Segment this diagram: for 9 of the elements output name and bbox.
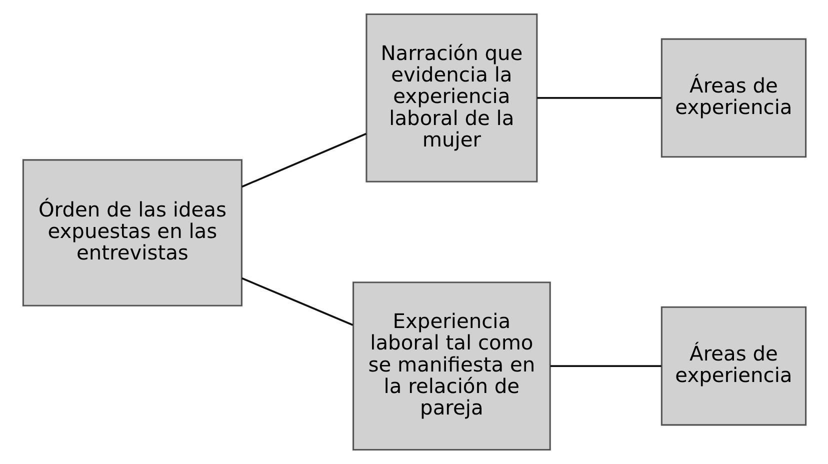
connector: [550, 365, 661, 367]
node-box: Narración que evidencia la experiencia laboral de la mujer: [365, 14, 538, 182]
node-box: Áreas de experiencia: [660, 306, 806, 426]
connector: [536, 97, 661, 99]
node-box: Experiencia laboral tal como se manifiesta en la relación de pareja: [352, 282, 550, 450]
connector: [241, 277, 353, 326]
connector: [241, 132, 366, 188]
node-box: Áreas de experiencia: [660, 38, 806, 158]
node-box: Órden de las ideas expuestas en las entrevistas: [22, 159, 242, 306]
